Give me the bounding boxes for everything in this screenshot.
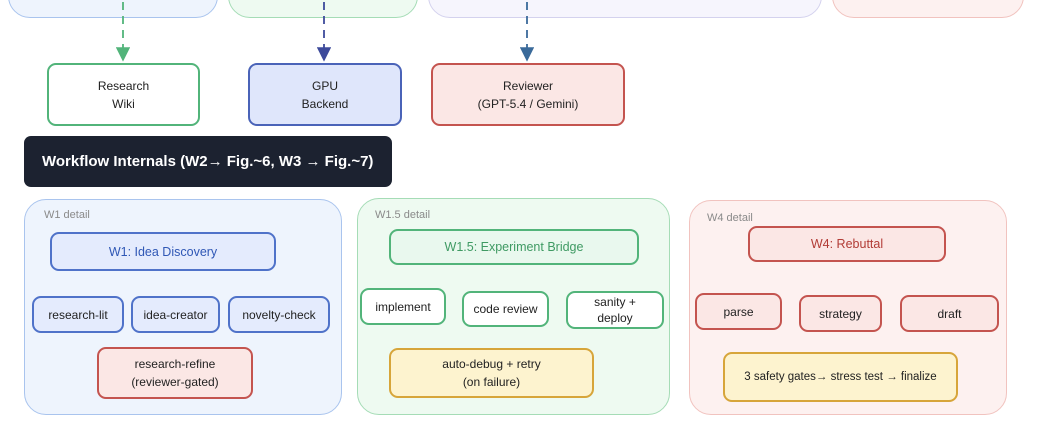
research-wiki-line2: Wiki [112, 96, 135, 111]
novelty-check-label: novelty-check [242, 307, 316, 322]
parse-node: parse [695, 293, 782, 330]
reviewer-line1: Reviewer [502, 78, 553, 93]
w15-title: W1.5: Experiment Bridge [444, 240, 584, 254]
implement-node: implement [360, 288, 446, 325]
auto-debug-line1: auto-debug + retry [442, 357, 541, 371]
gpu-backend-line2: Backend [301, 96, 349, 111]
research-wiki-line1: Research [97, 78, 150, 93]
reviewer-line2: (GPT-5.4 / Gemini) [477, 96, 579, 111]
draft-label: draft [937, 306, 962, 321]
implement-label: implement [375, 299, 431, 314]
draft-node: draft [900, 295, 999, 332]
section-header-title: Workflow Internals (W2→ Fig.~6, W3 → Fig… [42, 153, 374, 170]
section-header: Workflow Internals (W2→ Fig.~6, W3 → Fig… [24, 136, 392, 187]
strategy-label: strategy [819, 306, 862, 321]
reviewer-node: Reviewer (GPT-5.4 / Gemini) [431, 63, 625, 126]
sanity-deploy-node: sanity + deploy [566, 291, 664, 329]
idea-creator-node: idea-creator [131, 296, 220, 333]
w4-detail-label: W4 detail [707, 212, 753, 224]
w15-detail-label: W1.5 detail [375, 209, 431, 221]
research-refine-line2: (reviewer-gated) [131, 375, 219, 389]
research-lit-node: research-lit [32, 296, 124, 333]
w1-detail-label: W1 detail [44, 209, 90, 221]
safety-gates-node: 3 safety gates→ stress test → finalize [723, 352, 958, 402]
research-wiki-node: Research Wiki [47, 63, 200, 126]
sanity-deploy-line2: deploy [597, 311, 633, 325]
code-review-label: code review [473, 302, 538, 316]
gpu-backend-line1: GPU [311, 78, 338, 93]
auto-debug-line2: (on failure) [462, 375, 521, 389]
w15-title-node: W1.5: Experiment Bridge [389, 229, 639, 265]
w4-title-node: W4: Rebuttal [748, 226, 946, 262]
gpu-backend-node: GPU Backend [248, 63, 402, 126]
safety-gates-label: 3 safety gates→ stress test → finalize [744, 371, 937, 383]
novelty-check-node: novelty-check [228, 296, 330, 333]
research-refine-line1: research-refine [134, 357, 216, 371]
code-review-node: code review [462, 291, 549, 327]
research-lit-label: research-lit [48, 307, 108, 322]
w1-title-node: W1: Idea Discovery [50, 232, 276, 271]
idea-creator-label: idea-creator [143, 307, 208, 322]
w1-title: W1: Idea Discovery [108, 244, 218, 259]
research-refine-node: research-refine (reviewer-gated) [97, 347, 253, 399]
w4-title: W4: Rebuttal [810, 237, 884, 251]
strategy-node: strategy [799, 295, 882, 332]
auto-debug-node: auto-debug + retry (on failure) [389, 348, 594, 398]
sanity-deploy-line1: sanity + [594, 295, 636, 309]
parse-label: parse [723, 304, 754, 319]
